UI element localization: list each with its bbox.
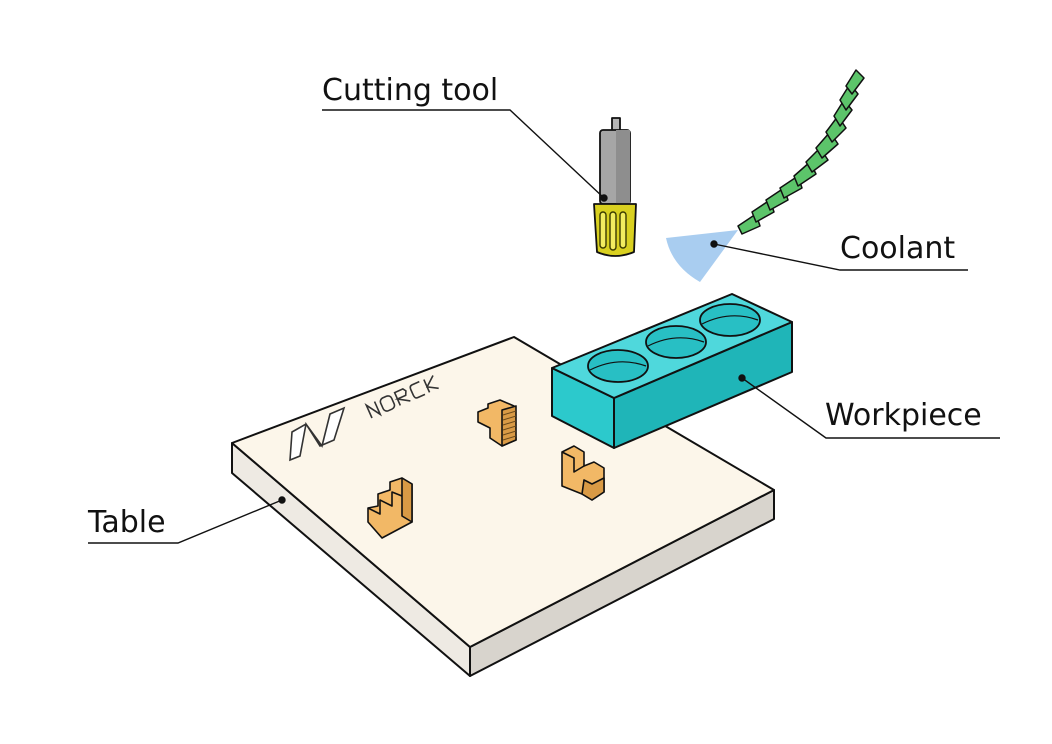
clamp-teeth (501, 405, 517, 447)
coolant-label: Coolant (840, 231, 956, 266)
hole-2 (645, 325, 707, 359)
leader-table (88, 499, 283, 544)
hole-1 (587, 349, 649, 383)
workpiece-label: Workpiece (825, 398, 982, 433)
clamp-back-middle (477, 399, 517, 447)
leader-cutting-tool (322, 109, 605, 199)
leader-dot-table (278, 496, 286, 504)
clamp-face (367, 477, 413, 539)
coolant-hose (737, 69, 865, 235)
cutting-tool-label: Cutting tool (322, 73, 499, 108)
leader-coolant (713, 243, 968, 271)
leader-dot-coolant (710, 240, 718, 248)
clamp-side (581, 477, 605, 501)
clamp-front-left (367, 477, 413, 539)
spray-cone (666, 230, 738, 282)
table-label: Table (88, 505, 166, 540)
leader-lines (88, 109, 1000, 544)
coolant-spray (666, 230, 738, 282)
logo-mark (289, 406, 346, 462)
tool-shank-shade (616, 130, 630, 204)
clamp-steps (561, 451, 585, 473)
hole-3 (699, 303, 761, 337)
tool-flutes (599, 211, 627, 251)
clamp-serrations (502, 410, 517, 441)
workpiece (551, 293, 793, 449)
leader-dot-workpiece (738, 374, 746, 382)
cutting-tool (593, 117, 637, 257)
leader-workpiece (741, 377, 1000, 439)
workpiece-holes (587, 303, 761, 383)
logo-wordmark (364, 375, 439, 419)
clamp-right (561, 445, 605, 501)
leader-dot-cutting-tool (600, 194, 608, 202)
clamp-steps (367, 491, 403, 515)
clamp-side (401, 477, 413, 523)
norck-logo (289, 375, 439, 462)
